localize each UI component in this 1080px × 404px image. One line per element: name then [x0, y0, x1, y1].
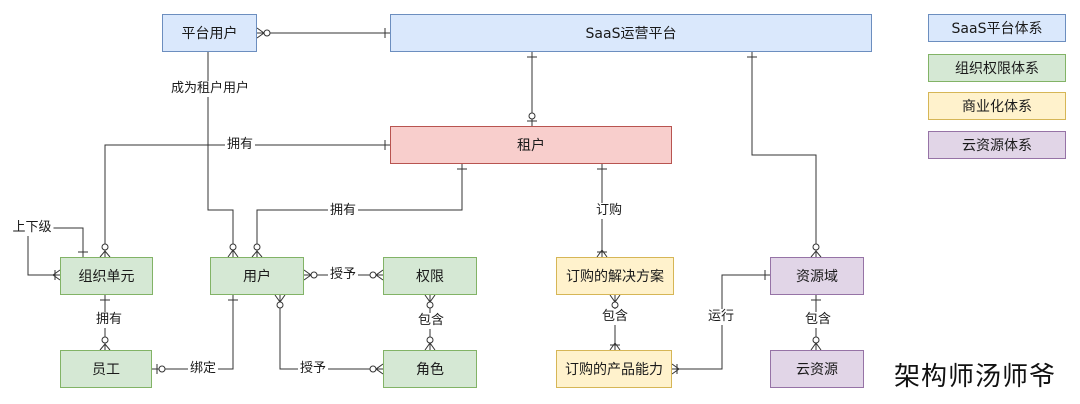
entity-resource-domain[interactable]: 资源域	[770, 257, 864, 295]
edge-employee-user	[152, 295, 234, 370]
label-owns-employee: 拥有	[93, 312, 125, 328]
legend-commercial: 商业化体系	[928, 92, 1066, 120]
edge-tenant-user	[256, 164, 463, 257]
label-runs: 运行	[705, 309, 737, 325]
entity-subscription-plan[interactable]: 订购的解决方案	[556, 257, 674, 295]
edge-user-role	[279, 295, 383, 370]
legend-org: 组织权限体系	[928, 54, 1066, 82]
label-owns-org: 拥有	[224, 137, 256, 153]
edge-platformuser-user	[207, 52, 234, 257]
entity-permission[interactable]: 权限	[383, 257, 477, 295]
label-bind: 绑定	[187, 361, 219, 377]
label-contains-capability: 包含	[599, 309, 631, 325]
label-grant-role: 授予	[297, 361, 329, 377]
entity-role[interactable]: 角色	[383, 350, 477, 388]
label-parent-child: 上下级	[10, 220, 54, 236]
entity-product-capability[interactable]: 订购的产品能力	[556, 350, 672, 388]
entity-saas-platform[interactable]: SaaS运营平台	[390, 14, 872, 52]
entity-cloud-resource[interactable]: 云资源	[770, 350, 864, 388]
edge-saas-resourcedomain	[751, 52, 817, 257]
label-contains-resource: 包含	[802, 312, 834, 328]
label-become-tenant-user: 成为租户用户	[168, 81, 252, 97]
label-owns-user: 拥有	[327, 203, 359, 219]
watermark: 架构师汤师爷	[894, 362, 1057, 392]
label-grant-permission: 授予	[327, 267, 359, 283]
edge-tenant-org	[104, 144, 390, 257]
entity-user[interactable]: 用户	[210, 257, 304, 295]
entity-org-unit[interactable]: 组织单元	[60, 257, 153, 295]
entity-employee[interactable]: 员工	[60, 350, 152, 388]
legend-saas: SaaS平台体系	[928, 14, 1066, 42]
entity-platform-user[interactable]: 平台用户	[162, 14, 257, 52]
label-subscribe: 订购	[593, 203, 625, 219]
label-contains-permission: 包含	[415, 313, 447, 329]
legend-cloud: 云资源体系	[928, 131, 1066, 159]
entity-tenant[interactable]: 租户	[390, 126, 672, 164]
